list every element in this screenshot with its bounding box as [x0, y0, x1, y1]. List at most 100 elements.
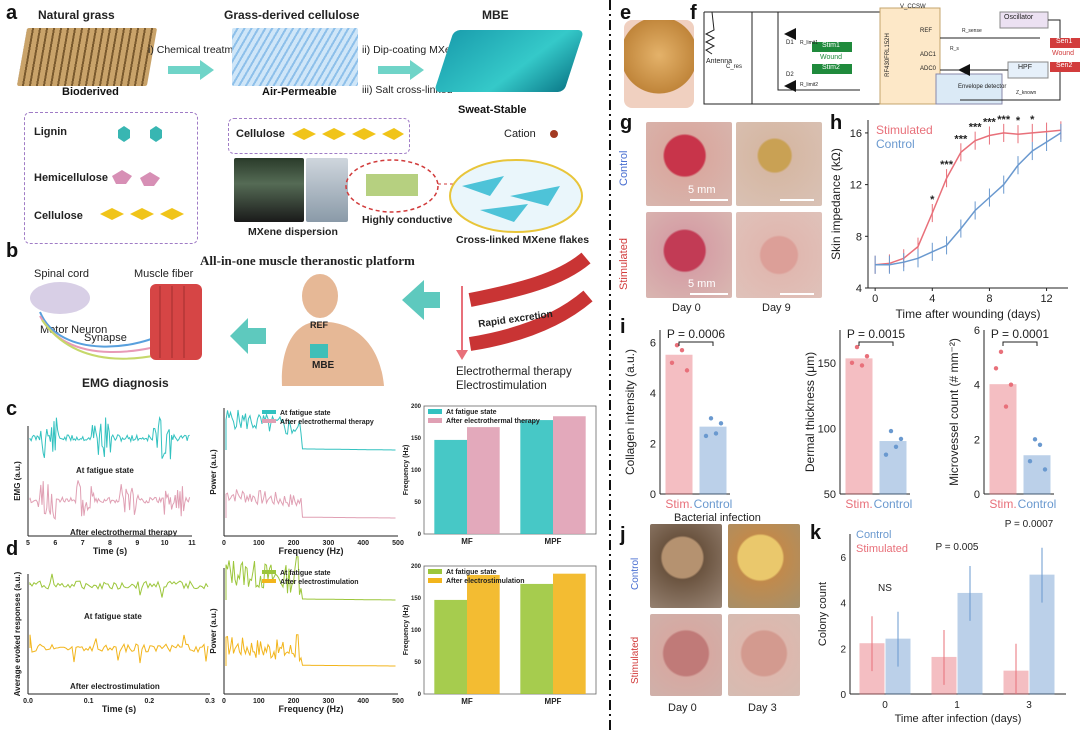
k-x-tick: 1 [954, 700, 960, 711]
k-legend-stim: Stimulated [856, 543, 908, 555]
d-freq-y-tick: 50 [414, 660, 421, 666]
d1-label: D1 [786, 40, 794, 46]
k-y-tick: 4 [840, 599, 846, 610]
i-dot [1037, 442, 1043, 447]
mxene-dispersion-label: MXene dispersion [248, 226, 338, 238]
d-freq-bar [520, 583, 553, 694]
c-freq-y-label: Frequency (Hz) [403, 445, 410, 496]
c-freq-bar [520, 420, 553, 534]
cellulose2-label: Cellulose [236, 128, 285, 140]
j-stim-day3 [728, 614, 800, 696]
rlimit1-label: R_limit1 [800, 40, 819, 46]
i-dot [684, 368, 690, 373]
d-spectrum-fatigue [225, 556, 396, 601]
d2-label: D2 [786, 72, 794, 78]
j-day3-label: Day 3 [748, 702, 777, 714]
h-legend-control: Control [876, 137, 915, 151]
therapy2-label: Electrostimulation [456, 380, 547, 392]
c-psd-x-tick: 200 [288, 540, 300, 547]
g-control-day9 [736, 122, 822, 206]
platform-title: All-in-one muscle theranostic platform [200, 253, 415, 268]
i-dot [703, 433, 709, 439]
h-series-line [875, 129, 1061, 266]
k-x-tick: 0 [882, 700, 888, 711]
c-emg-fatigue [29, 415, 190, 460]
h-significance: *** [997, 114, 1011, 126]
c-freq-bar [553, 416, 586, 534]
h-significance: *** [940, 159, 954, 171]
c-psd-legend-swatch-2 [262, 419, 276, 423]
c-psd-legend-1: At fatigue state [280, 410, 331, 417]
therapy1-label: Electrothermal therapy [456, 366, 572, 378]
h-significance: *** [954, 133, 968, 145]
g-scale2: 5 mm [688, 278, 716, 290]
i-p-value: P = 0.0006 [667, 327, 725, 341]
d-spectrum-after [225, 634, 396, 667]
panel-j-letter: j [620, 524, 626, 546]
lignin-label: Lignin [34, 126, 67, 138]
zknown-label: Z_known [1016, 90, 1037, 96]
d-freq-legend-swatch [428, 578, 442, 583]
highly-conductive-label: Highly conductive [362, 214, 453, 226]
c-freq-legend-text: After electrothermal therapy [446, 418, 540, 425]
c-emg-x-tick: 8 [108, 540, 112, 547]
i-cat-label: Stim. [665, 497, 692, 511]
j-day0-label: Day 0 [668, 702, 697, 714]
sweat-stable-label: Sweat-Stable [458, 104, 527, 116]
c-freq-y-tick: 150 [411, 436, 422, 442]
synapse-label: Synapse [84, 332, 127, 344]
i-dot [1027, 459, 1033, 464]
i-cat-label: Control [1018, 497, 1057, 511]
k-p1: P = 0.005 [936, 542, 979, 553]
i-bar [665, 354, 693, 495]
i-p-value: P = 0.0015 [847, 327, 905, 341]
cation-label: Cation [504, 128, 536, 140]
d-freq-y-tick: 100 [411, 628, 422, 634]
c-freq-legend-swatch [428, 409, 442, 414]
panel-h-letter: h [830, 112, 843, 134]
composition-box [24, 112, 198, 244]
d-psd-x-tick: 400 [357, 698, 369, 705]
g-scale1: 5 mm [688, 184, 716, 196]
d-psd-x-tick: 500 [392, 698, 404, 705]
c-spectrum-after [225, 489, 396, 519]
d-freq-frame [423, 565, 597, 695]
i-p-value: P = 0.0001 [991, 327, 1049, 341]
i-bracket [1002, 341, 1038, 346]
h-y-label: Skin impedance (kΩ) [829, 148, 843, 260]
d-freq-legend-swatch [428, 569, 442, 574]
c-freq-y-tick: 0 [418, 532, 422, 538]
d-evoked-x-tick: 0.2 [144, 698, 154, 705]
h-x-tick: 12 [1040, 293, 1052, 305]
k-p2: P = 0.0007 [1005, 519, 1054, 530]
g-day9-label: Day 9 [762, 302, 791, 314]
natural-grass-label: Natural grass [38, 8, 115, 22]
d-psd-x-label: Frequency (Hz) [278, 704, 343, 714]
d-evoked-x-tick: 0.3 [205, 698, 215, 705]
cellulose-image [232, 28, 358, 86]
i-dot [1003, 404, 1009, 409]
panel-a-letter: a [6, 2, 18, 24]
k-bar [957, 592, 983, 695]
k-y-tick: 6 [840, 553, 846, 564]
cellulose-box [228, 118, 410, 154]
c-freq-y-tick: 100 [411, 468, 422, 474]
cres-label: C_res [726, 64, 743, 70]
i-y-tick: 4 [650, 388, 656, 400]
g-stim-day9 [736, 212, 822, 298]
c-emg-x-tick: 11 [188, 540, 196, 547]
step2-label: ii) Dip-coating MXene [362, 44, 463, 56]
i-dot [854, 344, 860, 350]
d-freq-y-tick: 150 [411, 596, 422, 602]
c-psd-x-tick: 300 [323, 540, 335, 547]
c-emg-x-tick: 10 [161, 540, 169, 547]
c-freq-cat-label: MF [461, 537, 473, 546]
c-emg-after [29, 480, 191, 521]
c-emg-x-tick: 6 [53, 540, 57, 547]
d-evoked-fatigue [29, 573, 209, 598]
